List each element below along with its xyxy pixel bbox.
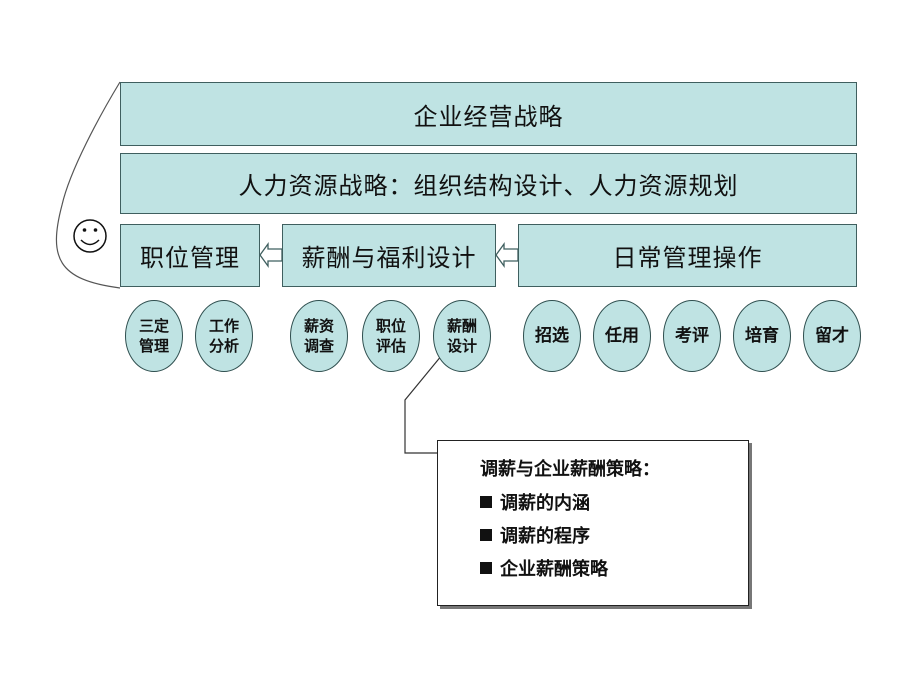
callout-item: 调薪的内涵 [480,489,748,515]
business-strategy-label: 企业经营战略 [413,102,564,131]
circle-label-line1: 薪酬 [446,317,477,335]
business-strategy-bar: 企业经营战略 [120,82,857,146]
circle-label-line1: 三定 [138,317,169,335]
circle-appoint: 任用 [593,300,651,372]
compensation-design-label: 薪酬与福利设计 [301,244,477,272]
black-square-bullet-icon [480,529,492,541]
circle-label-line1: 职位 [375,317,406,335]
position-management-box: 职位管理 [120,224,260,287]
circle-label-line2: 调查 [303,337,334,355]
hr-strategy-bar: 人力资源战略：组织结构设计、人力资源规划 [120,153,857,214]
circle-label-line2: 管理 [138,337,169,355]
callout-title: 调薪与企业薪酬策略： [480,459,660,480]
circle-label-line2: 评估 [375,337,406,355]
circle-label: 任用 [605,326,639,346]
circle-recruit-select: 招选 [523,300,581,372]
salary-strategy-callout: 调薪与企业薪酬策略： 调薪的内涵 调薪的程序 企业薪酬策略 [437,440,749,606]
circle-label-line2: 设计 [446,337,477,355]
circle-compensation-design: 薪酬设计 [433,300,491,372]
black-square-bullet-icon [480,562,492,574]
circle-evaluate: 考评 [663,300,721,372]
circle-label-line1: 工作 [208,317,239,335]
circle-retain: 留才 [803,300,861,372]
position-management-label: 职位管理 [140,244,240,272]
circle-three-fixed-management: 三定管理 [125,300,183,372]
circle-job-analysis: 工作分析 [195,300,253,372]
circle-label: 招选 [535,326,569,346]
outline-curve [55,81,121,289]
circle-label-line1: 薪资 [303,317,334,335]
callout-line [404,354,443,454]
circle-position-evaluation: 职位评估 [362,300,420,372]
compensation-design-box: 薪酬与福利设计 [282,224,496,287]
circle-label: 考评 [675,326,709,346]
hr-strategy-label: 人力资源战略：组织结构设计、人力资源规划 [238,172,739,200]
callout-item-text: 调薪的内涵 [500,493,590,514]
callout-item: 企业薪酬策略 [480,555,748,581]
callout-item-text: 调薪的程序 [500,526,590,547]
daily-operations-label: 日常管理操作 [612,244,763,272]
callout-item: 调薪的程序 [480,522,748,548]
circle-develop: 培育 [733,300,791,372]
black-square-bullet-icon [480,496,492,508]
circle-label: 培育 [745,326,779,346]
circle-label: 留才 [815,326,849,346]
circle-label-line2: 分析 [208,337,239,355]
daily-operations-box: 日常管理操作 [518,224,857,287]
callout-item-text: 企业薪酬策略 [500,559,608,580]
circle-salary-survey: 薪资调查 [290,300,348,372]
